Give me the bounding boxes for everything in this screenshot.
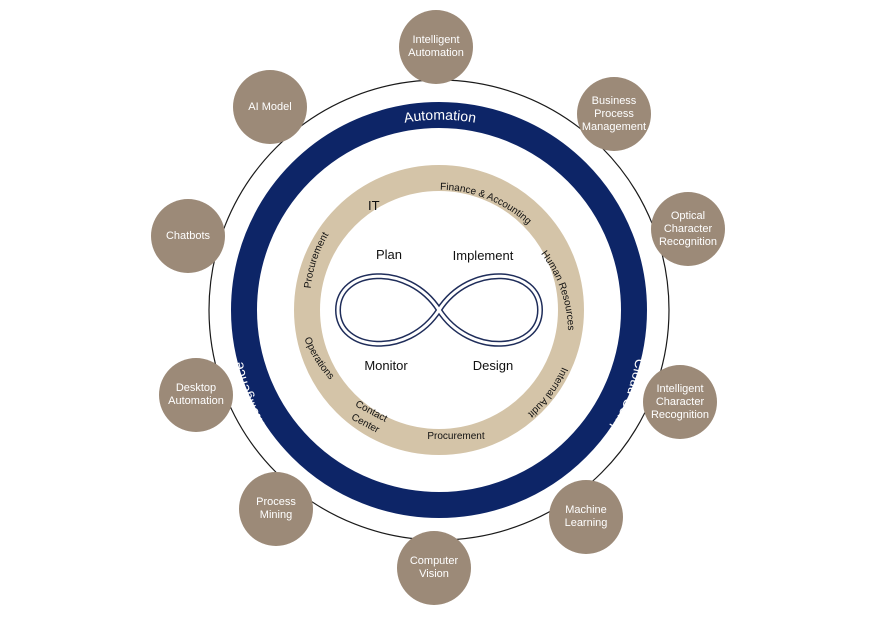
node-label: Process Mining <box>256 496 296 521</box>
node-label: Chatbots <box>165 229 211 242</box>
node-machine-learning[interactable]: Machine Learning <box>549 480 623 554</box>
node-process-mining[interactable]: Process Mining <box>239 472 313 546</box>
node-label: Intelligent Automation <box>408 34 464 59</box>
node-chatbots[interactable]: Chatbots <box>151 199 225 273</box>
center-label-implement: Implement <box>453 248 514 263</box>
node-business-process-management[interactable]: Business Process Management <box>577 77 651 151</box>
node-ai-model[interactable]: AI Model <box>233 70 307 144</box>
node-label: Business Process Management <box>581 94 647 133</box>
center-label-design: Design <box>473 358 513 373</box>
navy-ring <box>231 102 647 518</box>
node-label: Intelligent Character Recognition <box>650 382 710 421</box>
infinity-icon <box>334 273 544 347</box>
node-intelligent-character-recognition[interactable]: Intelligent Character Recognition <box>643 365 717 439</box>
ring-label-procurement-bottom: Procurement <box>427 431 484 442</box>
node-label: AI Model <box>248 100 292 113</box>
node-desktop-automation[interactable]: Desktop Automation <box>159 358 233 432</box>
node-computer-vision[interactable]: Computer Vision <box>397 531 471 605</box>
center-label-monitor: Monitor <box>364 358 408 373</box>
node-label: Desktop Automation <box>168 382 224 407</box>
node-optical-character-recognition[interactable]: Optical Character Recognition <box>651 192 725 266</box>
center-label-plan: Plan <box>376 247 402 262</box>
node-label: Machine Learning <box>564 504 608 529</box>
node-intelligent-automation[interactable]: Intelligent Automation <box>399 10 473 84</box>
ring-label-automation: Automation <box>403 107 478 126</box>
node-label: Computer Vision <box>409 555 459 580</box>
ring-label-it: IT <box>368 198 380 213</box>
node-label: Optical Character Recognition <box>658 209 718 248</box>
tan-ring <box>294 165 584 455</box>
